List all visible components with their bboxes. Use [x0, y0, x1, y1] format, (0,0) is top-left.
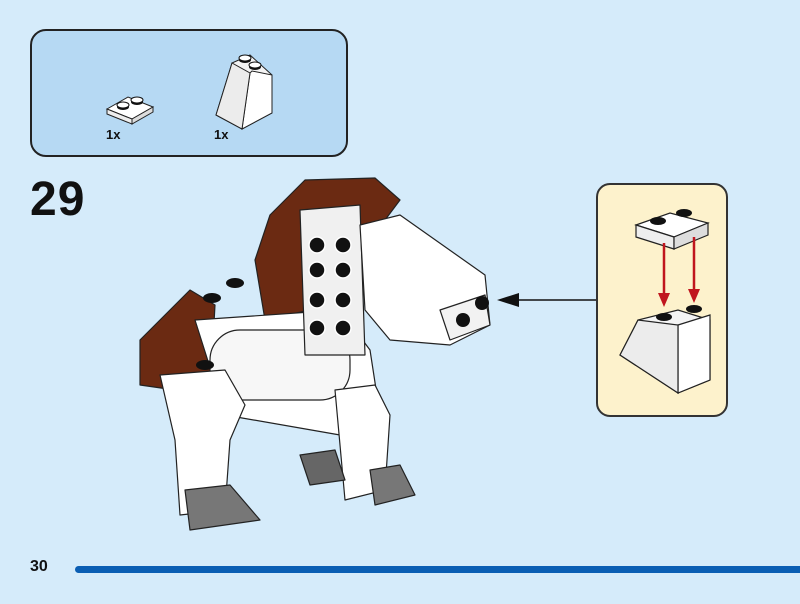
part-quantity: 1x: [106, 127, 121, 142]
hoof: [299, 449, 346, 486]
part-quantity: 1x: [214, 127, 229, 142]
horse-model-illustration: [139, 177, 491, 531]
arrow-head: [658, 293, 670, 307]
hind-leg: [159, 369, 246, 516]
hoof: [369, 464, 416, 506]
parts-list-box: 1x 1x: [30, 29, 348, 157]
arrow-head: [688, 289, 700, 303]
pointer-arrow-icon: [497, 293, 597, 307]
slope-2x2-icon: [215, 54, 273, 130]
hoof: [184, 484, 261, 531]
sub-assembly-illustration: [619, 209, 711, 395]
progress-bar: [75, 566, 800, 573]
sub-assembly-callout: [596, 183, 728, 417]
page-number: 30: [30, 558, 48, 575]
plate-1x2-icon: [105, 96, 155, 125]
step-number: 29: [30, 173, 86, 226]
